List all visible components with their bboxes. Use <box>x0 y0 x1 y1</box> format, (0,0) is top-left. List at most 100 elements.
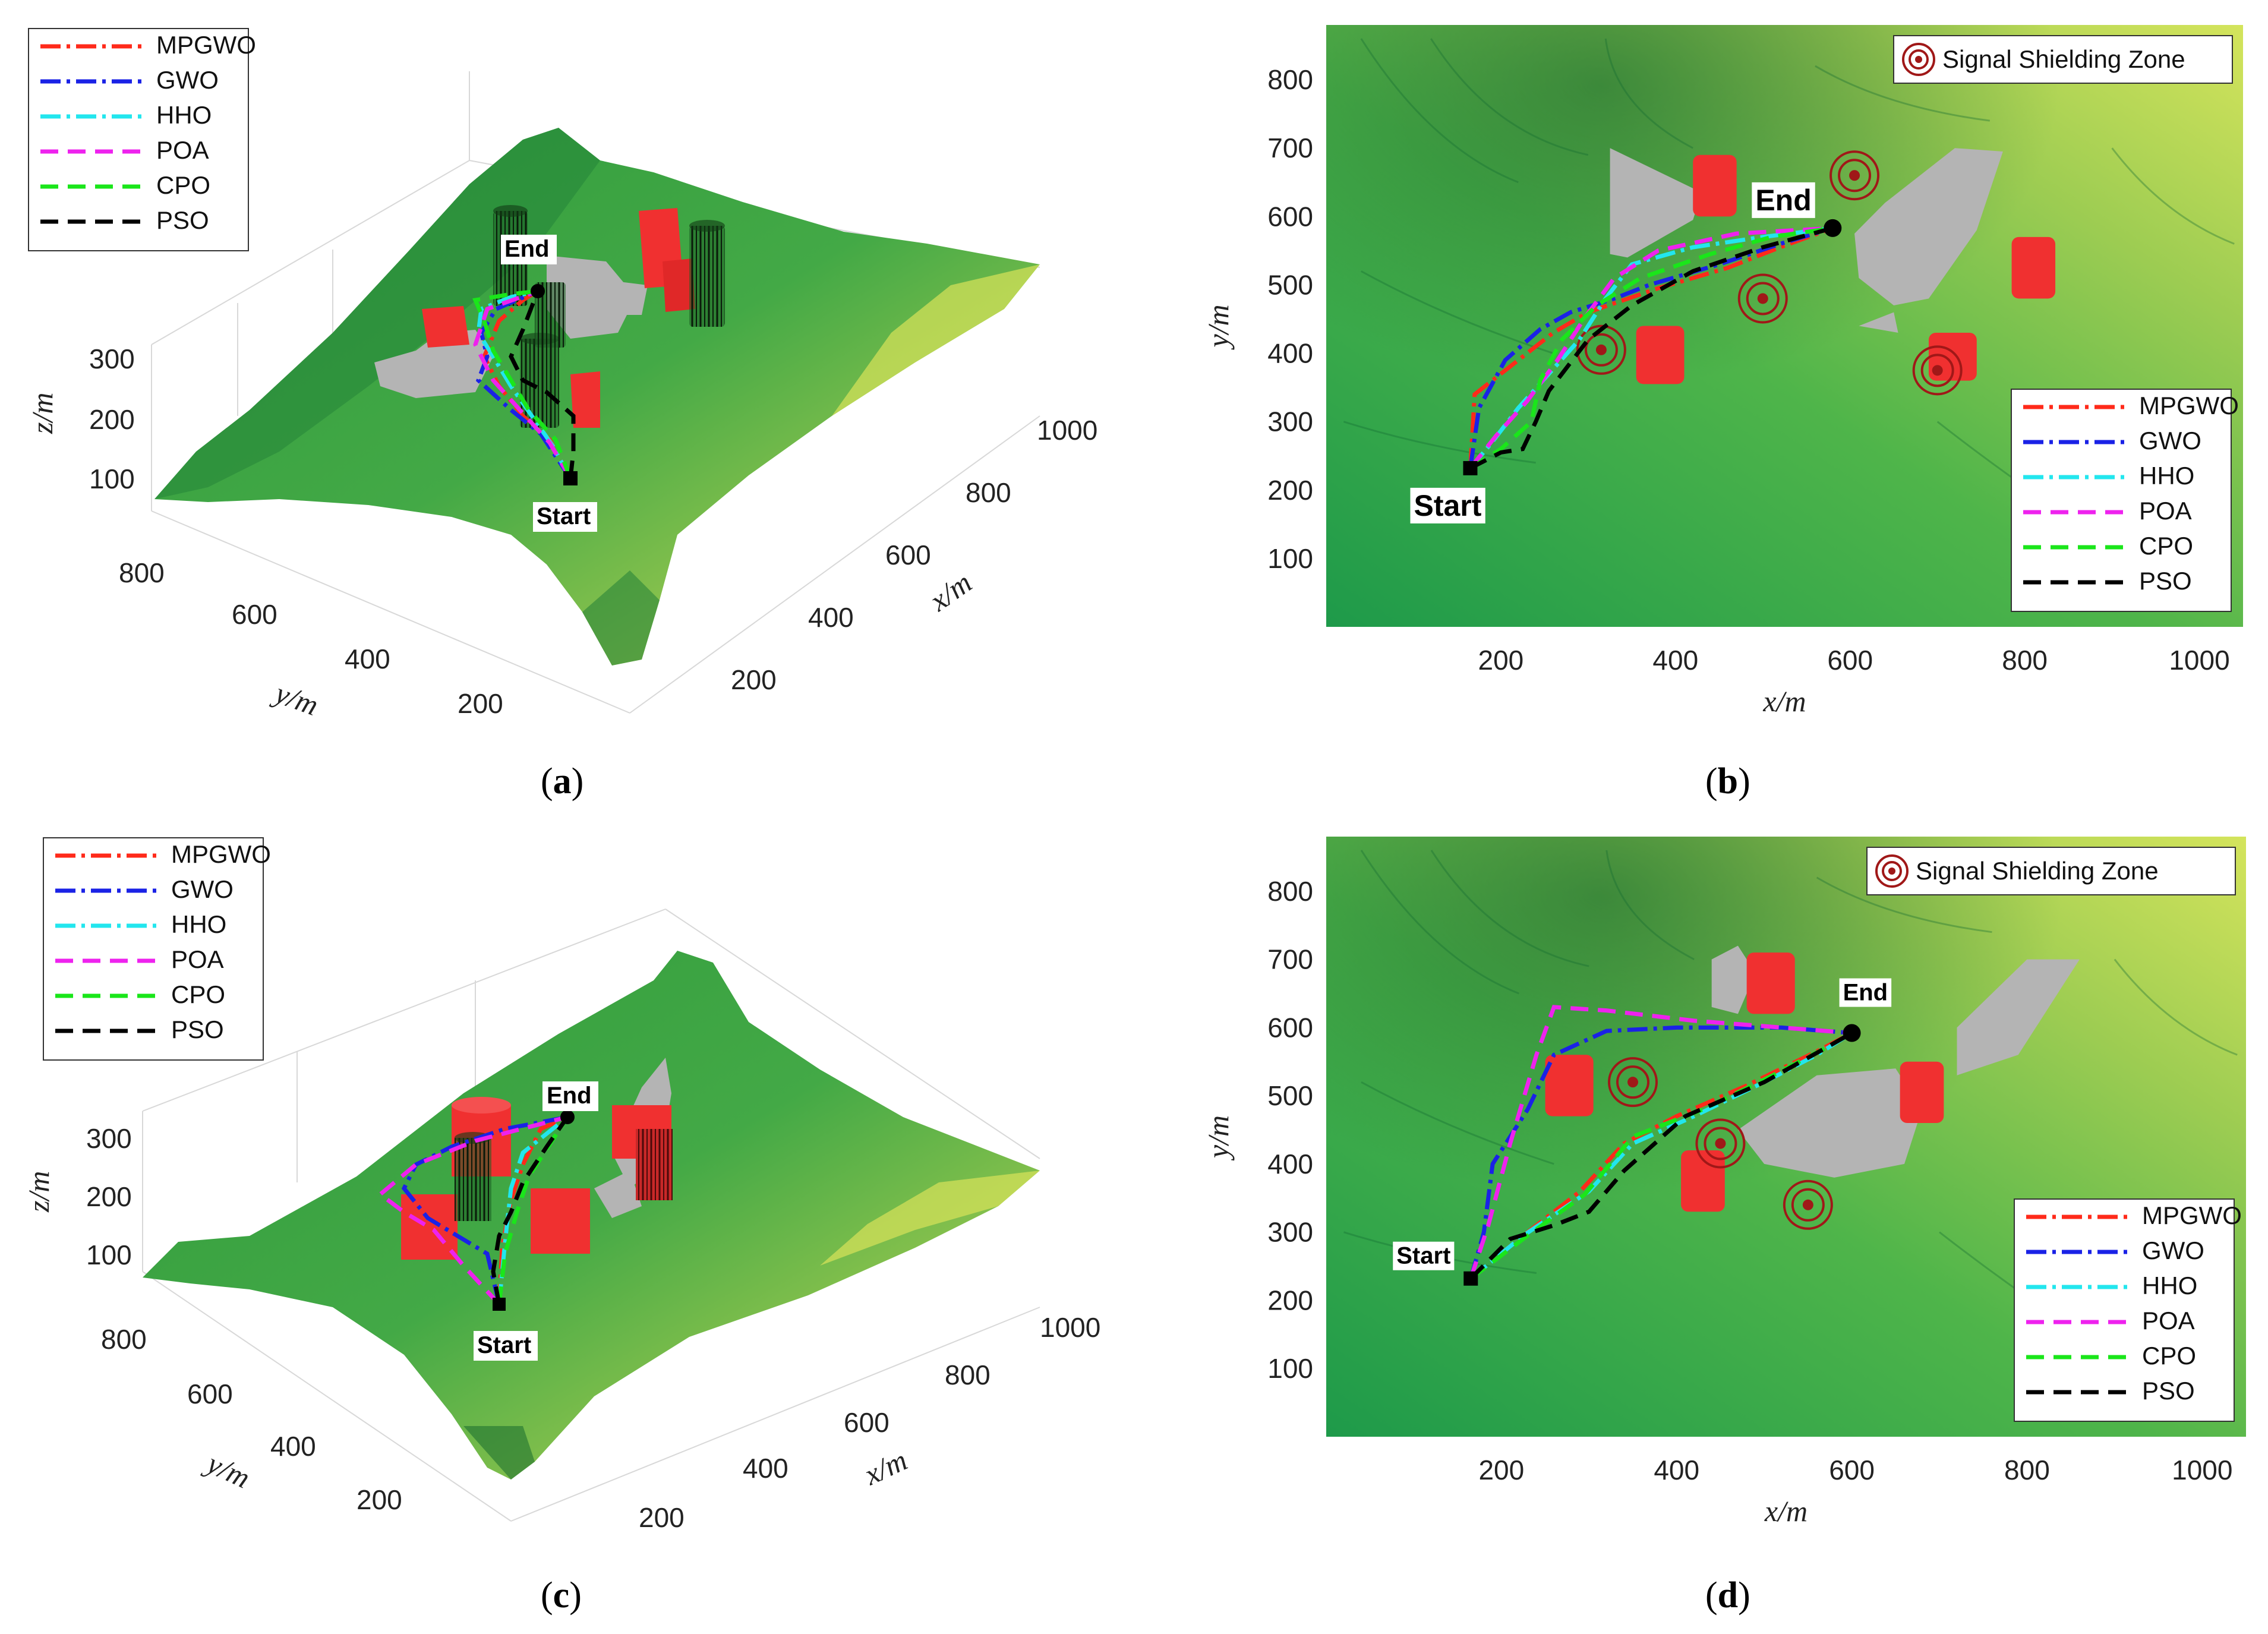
z-tick-label-a: 100 <box>89 463 135 494</box>
x-tick-label-a: 200 <box>731 664 777 695</box>
end-label-bg-c <box>542 1081 598 1111</box>
x-tick-label-a: 1000 <box>1037 415 1097 446</box>
end-marker-c <box>560 1110 575 1124</box>
panel-c-terrain <box>143 951 1040 1480</box>
path-c-CPO <box>497 1116 569 1305</box>
end-label-b: End <box>1755 184 1811 217</box>
shield-legend-label: Signal Shielding Zone <box>1916 857 2159 885</box>
shield-zone-marker <box>1737 273 1788 324</box>
y-tick-label-d: 100 <box>1267 1353 1313 1384</box>
y-tick-label-a: 600 <box>232 599 277 630</box>
legend-box-c <box>43 837 264 1061</box>
x-tick-label-b: 400 <box>1652 645 1698 676</box>
caption-b: (b) <box>1705 761 1750 802</box>
y-tick-label-c: 400 <box>270 1431 316 1462</box>
legend-box-a <box>28 28 249 251</box>
red-obstacle-b <box>1693 154 1737 217</box>
x-tick-label-d: 1000 <box>2172 1455 2232 1485</box>
legend-label-CPO: CPO <box>2142 1342 2196 1370</box>
x-axis-label-c: x/m <box>859 1443 912 1492</box>
y-tick-label-d: 200 <box>1267 1285 1313 1316</box>
x-tick-label-c: 1000 <box>1040 1312 1100 1343</box>
panel-a-paths <box>472 289 576 480</box>
end-marker-d <box>1843 1024 1861 1042</box>
caption-c: (c) <box>541 1575 582 1616</box>
y-tick-label-b: 500 <box>1267 269 1313 300</box>
y-tick-label-b: 200 <box>1267 475 1313 506</box>
x-tick-label-d: 600 <box>1829 1455 1875 1485</box>
end-marker-a <box>531 284 545 298</box>
panel-a-x-ticks: 200 400 600 800 1000 <box>731 415 1097 695</box>
x-tick-label-a: 600 <box>885 540 931 570</box>
legend-label-HHO: HHO <box>2142 1272 2197 1299</box>
shield-zone-marker <box>1829 150 1880 201</box>
start-marker-a <box>563 471 578 485</box>
legend-label-PSO: PSO <box>156 206 209 234</box>
legend-label-CPO: CPO <box>171 980 225 1008</box>
path-b-POA <box>1468 226 1833 470</box>
red-obstacle-d <box>1746 952 1795 1014</box>
shield-legend-label: Signal Shielding Zone <box>1942 45 2185 73</box>
y-tick-label-d: 700 <box>1267 944 1313 975</box>
z-tick-label-a: 200 <box>89 404 135 435</box>
path-a-HHO <box>476 289 573 480</box>
caption-a: (a) <box>541 761 583 802</box>
path-d-GWO <box>1468 1025 1852 1279</box>
x-tick-label-d: 200 <box>1478 1455 1524 1485</box>
start-label-bg-c <box>474 1331 538 1361</box>
y-tick-label-b: 600 <box>1267 201 1313 232</box>
z-axis-label-a: z/m <box>26 393 59 434</box>
legend-label-CPO: CPO <box>156 171 210 199</box>
legend-label-PSO: PSO <box>171 1015 224 1043</box>
legend-label-HHO: HHO <box>171 910 226 938</box>
legend-label-MPGWO: MPGWO <box>156 31 256 59</box>
start-marker-c <box>493 1298 506 1311</box>
y-tick-label-d: 600 <box>1267 1012 1313 1043</box>
red-obstacle-b <box>2011 236 2056 299</box>
x-tick-label-b: 200 <box>1478 645 1524 676</box>
gray-obstacle-d <box>1711 945 1756 1014</box>
path-c-PSO <box>491 1115 569 1305</box>
legend-label-POA: POA <box>2142 1307 2195 1335</box>
legend-label-MPGWO: MPGWO <box>2142 1201 2242 1229</box>
z-tick-label-c: 100 <box>86 1239 132 1270</box>
legend-label-POA: POA <box>2139 497 2192 525</box>
legend-label-POA: POA <box>156 136 209 164</box>
x-tick-label-b: 800 <box>2002 645 2048 676</box>
panel-a-z-ticks: 300 200 100 <box>89 343 135 494</box>
start-label-a: Start <box>537 503 591 529</box>
caption-d: (d) <box>1705 1575 1750 1616</box>
marker-label-bg <box>1752 182 1815 218</box>
end-label-bg-a <box>501 235 557 264</box>
path-c-POA <box>377 1115 568 1306</box>
legend-box-b <box>2011 389 2232 612</box>
legend-label-MPGWO: MPGWO <box>171 840 271 868</box>
x-tick-label-c: 600 <box>844 1407 889 1438</box>
start-label-b: Start <box>1414 489 1481 522</box>
path-a-CPO <box>472 289 573 480</box>
x-tick-label-c: 400 <box>743 1453 788 1484</box>
legend-box-d <box>2014 1198 2235 1422</box>
x-axis-label-a: x/m <box>923 566 977 618</box>
y-tick-label-d: 500 <box>1267 1080 1313 1111</box>
legend-label-GWO: GWO <box>156 66 219 94</box>
gray-obstacle-b <box>1854 148 2003 305</box>
shield-zone-marker <box>1912 345 1963 396</box>
end-label-d: End <box>1843 980 1888 1006</box>
path-d-POA <box>1468 1005 1852 1279</box>
red-obstacle-d <box>1545 1055 1594 1116</box>
x-tick-label-a: 800 <box>966 477 1011 508</box>
red-obstacle-d <box>1900 1061 1944 1124</box>
x-axis-label-d: x/m <box>1764 1494 1808 1528</box>
panel-a-y-ticks: 800 600 400 200 <box>119 557 503 719</box>
path-d-PSO <box>1469 1031 1853 1280</box>
legend-label-PSO: PSO <box>2139 567 2192 595</box>
marker-label-bg <box>1393 1241 1455 1270</box>
panel-c-y-ticks: 800 600 400 200 <box>101 1324 402 1515</box>
y-tick-label-a: 800 <box>119 557 165 588</box>
start-marker-d <box>1463 1271 1478 1286</box>
